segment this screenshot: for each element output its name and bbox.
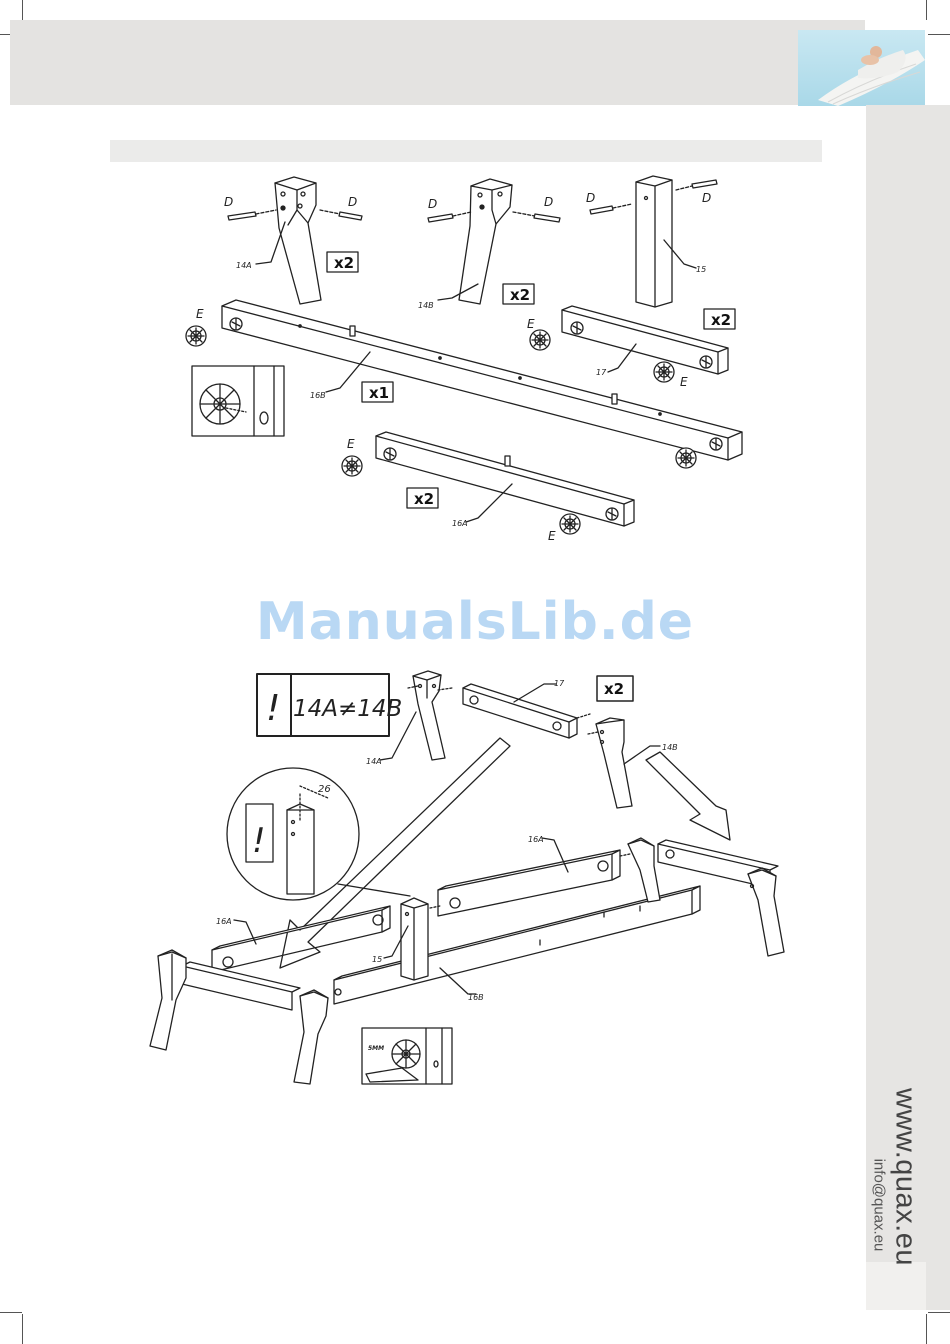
warning-mark: ! — [266, 688, 280, 729]
detail-warning-mark: ! — [252, 821, 266, 861]
rail-17-left — [182, 962, 300, 1010]
rail-16b — [334, 886, 700, 1004]
leg-14a-left — [150, 950, 186, 1050]
part-label-15: 15 — [372, 955, 382, 964]
leg-14b-left — [294, 990, 328, 1084]
part-label-16a: 16A — [528, 835, 544, 844]
leg-14a-right — [620, 838, 660, 902]
part-label-17: 17 — [554, 679, 565, 688]
detail-dimension: 26 — [318, 784, 331, 795]
quantity-x2: x2 — [604, 680, 624, 698]
tool-detail-inset — [362, 1028, 452, 1084]
part-label-16b: 16B — [468, 993, 484, 1002]
direction-arrow — [646, 752, 730, 840]
part-label-14a: 14A — [366, 757, 382, 766]
rail-17 — [463, 684, 590, 738]
part-label-16a: 16A — [216, 917, 232, 926]
rail-16a — [438, 850, 620, 916]
leg-14b-right — [748, 868, 784, 956]
post-15 — [401, 898, 440, 980]
tool-label: 5MM — [368, 1045, 384, 1052]
warning-text: 14A≠14B — [293, 696, 402, 722]
part-label-14b: 14B — [662, 743, 678, 752]
